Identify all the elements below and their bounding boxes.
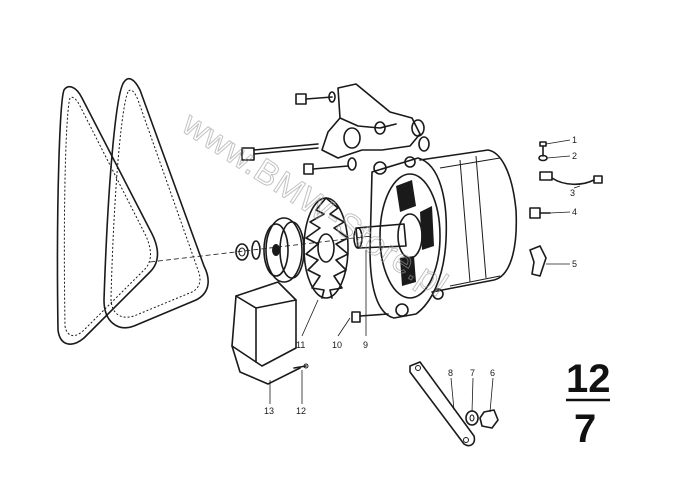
nut-4	[529, 207, 551, 219]
callout-12: 12	[296, 406, 306, 416]
support-strap	[409, 361, 476, 447]
cable-3	[539, 171, 603, 186]
bolt-long	[241, 143, 319, 161]
bolt-upper	[295, 91, 336, 105]
leader-lines	[269, 139, 581, 413]
callout-10: 10	[332, 340, 342, 350]
callout-3: 3	[570, 188, 575, 198]
pulley-nut	[235, 240, 261, 261]
callout-8: 8	[448, 368, 453, 378]
callout-4: 4	[572, 207, 577, 217]
washer-7	[465, 410, 479, 426]
v-belt-inner	[103, 77, 209, 329]
callout-5: 5	[572, 259, 577, 269]
callout-1: 1	[572, 135, 577, 145]
section-number-top: 12	[566, 357, 611, 401]
washer-2	[538, 154, 548, 162]
fan-wheel	[303, 197, 349, 299]
screw-1	[539, 141, 547, 157]
callout-9: 9	[363, 340, 368, 350]
v-belt-outer	[56, 85, 159, 345]
plug-5	[529, 245, 547, 277]
mounting-bracket	[321, 83, 430, 159]
callout-11: 11	[296, 340, 305, 350]
alternator-housing	[353, 149, 518, 319]
callout-6: 6	[490, 368, 495, 378]
voltage-regulator	[231, 281, 301, 385]
nut-6	[479, 409, 499, 429]
bolt-short	[303, 157, 357, 175]
section-number-bottom: 7	[574, 407, 596, 451]
pulley	[263, 217, 305, 283]
axis-centre-line	[149, 235, 373, 263]
callout-13: 13	[264, 406, 274, 416]
bolt-10	[351, 311, 389, 323]
callout-labels: 1 2 3 4 5 6 7 8 9 10 11 12 13	[264, 135, 577, 416]
callout-2: 2	[572, 151, 577, 161]
callout-7: 7	[470, 368, 475, 378]
section-number: 12 7	[566, 357, 611, 451]
screw-12	[293, 363, 309, 369]
